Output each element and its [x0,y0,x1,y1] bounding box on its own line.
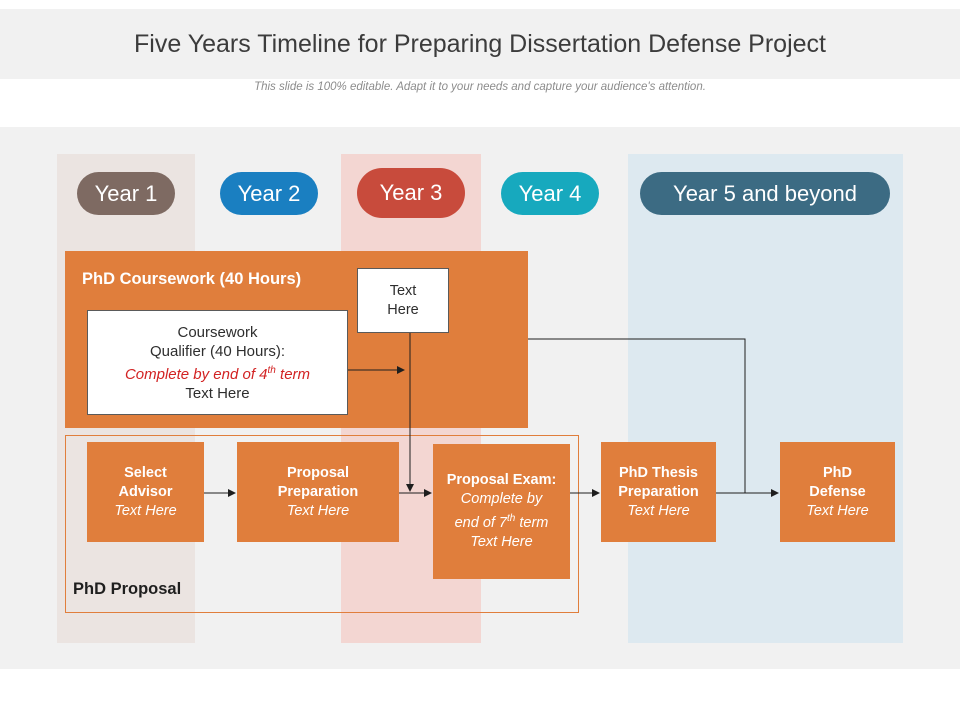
step-prep-title-1: Proposal [286,464,350,481]
step-exam-sub-2-sup: th [507,513,516,525]
year-2-pill: Year 2 [220,172,318,215]
qualifier-deadline: Complete by end of 4th term [125,361,310,384]
step-exam-sub-2-post: term [515,514,549,531]
qualifier-line-2: Qualifier (40 Hours): [149,342,286,360]
year-5-pill: Year 5 and beyond [640,172,890,215]
step-thesis-sub: Text Here [627,502,690,519]
step-advisor-title-1: Select [124,464,167,481]
step-exam-title: Proposal Exam: [446,472,557,489]
step-exam-sub-1: Complete by [460,491,543,508]
step-phd-defense: PhD Defense Text Here [780,442,895,542]
step-proposal-preparation: Proposal Preparation Text Here [237,442,399,542]
year-3-pill: Year 3 [357,168,465,218]
page-subtitle: This slide is 100% editable. Adapt it to… [254,81,706,93]
step-thesis-title-1: PhD Thesis [619,464,698,481]
step-exam-sub-2: end of 7th term [455,509,549,533]
step-defense-title-1: PhD [823,464,852,481]
step-exam-sub-2-pre: end of 7 [454,514,508,531]
step-exam-sub-3: Text Here [470,533,533,550]
textbox-line-2: Here [387,301,419,318]
step-defense-title-2: Defense [809,483,866,500]
proposal-label: PhD Proposal [73,580,182,598]
step-advisor-sub: Text Here [114,502,177,519]
coursework-qualifier-box: Coursework Qualifier (40 Hours): Complet… [87,310,348,415]
year-5-column [628,154,903,643]
textbox-line-1: Text [389,282,417,299]
text-here-box: Text Here [357,268,449,333]
qualifier-line-4: Text Here [185,384,250,402]
step-advisor-title-2: Advisor [118,483,173,500]
qualifier-deadline-pre: Complete by end of 4 [124,365,268,383]
step-thesis-preparation: PhD Thesis Preparation Text Here [601,442,716,542]
year-1-pill: Year 1 [77,172,175,215]
year-4-pill: Year 4 [501,172,599,215]
title-band [0,9,960,79]
qualifier-line-1: Coursework [177,323,258,341]
qualifier-deadline-post: term [275,365,311,383]
page-title: Five Years Timeline for Preparing Disser… [134,30,826,58]
coursework-title: PhD Coursework (40 Hours) [82,270,302,288]
step-select-advisor: Select Advisor Text Here [87,442,204,542]
step-defense-sub: Text Here [806,502,869,519]
step-proposal-exam: Proposal Exam: Complete by end of 7th te… [433,444,570,579]
step-prep-title-2: Preparation [277,483,359,500]
proposal-frame [65,435,579,613]
step-thesis-title-2: Preparation [618,483,699,500]
step-prep-sub: Text Here [286,502,350,519]
qualifier-deadline-sup: th [267,364,276,376]
